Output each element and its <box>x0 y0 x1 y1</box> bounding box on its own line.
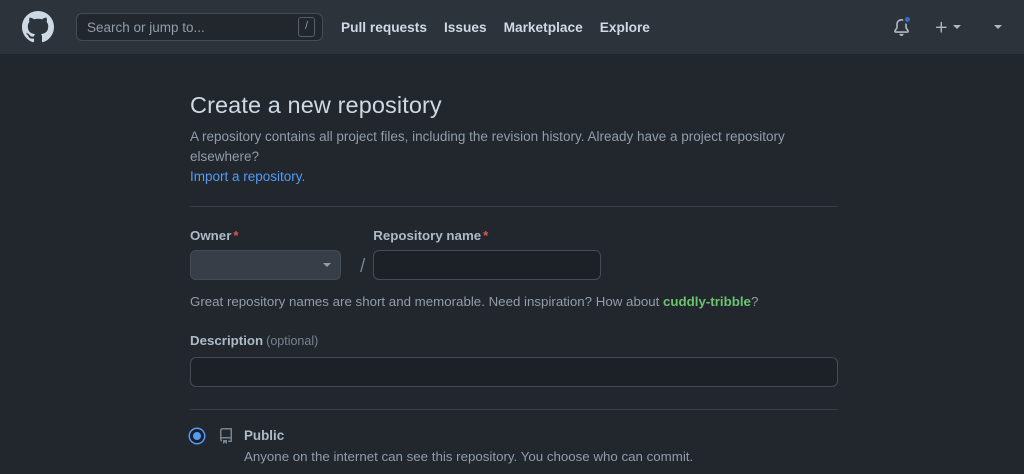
visibility-public-description: Anyone on the internet can see this repo… <box>244 448 694 464</box>
search-placeholder: Search or jump to... <box>87 19 205 35</box>
repo-name-field-group: Repository name* <box>373 228 840 281</box>
page-subtitle-text: A repository contains all project files,… <box>190 128 785 164</box>
visibility-public-title: Public <box>244 428 285 444</box>
chevron-down-icon <box>323 263 331 268</box>
page-title: Create a new repository <box>190 92 442 118</box>
owner-label: Owner* <box>190 228 352 243</box>
repo-name-hint: Great repository names are short and mem… <box>190 294 840 309</box>
description-field-group: Description(optional) <box>190 333 840 388</box>
new-repo-form-container: Create a new repository A repository con… <box>190 90 840 474</box>
repo-name-label: Repository name* <box>373 228 840 243</box>
description-label-text: Description <box>190 333 264 349</box>
global-header: Search or jump to... / Pull requests Iss… <box>0 0 1024 54</box>
owner-select[interactable] <box>190 250 341 281</box>
hint-prefix: Great repository names are short and mem… <box>190 294 664 310</box>
import-repository-link[interactable]: Import a repository. <box>190 169 306 185</box>
description-label: Description(optional) <box>190 333 840 348</box>
repo-book-icon <box>220 428 232 445</box>
main-nav: Pull requests Issues Marketplace Explore <box>341 20 650 35</box>
owner-and-name-row: Owner* / Repository name* <box>190 228 840 281</box>
description-input[interactable] <box>190 357 838 388</box>
owner-field-group: Owner* <box>190 228 352 281</box>
profile-menu-button[interactable] <box>994 25 1002 29</box>
description-optional-marker: (optional) <box>266 334 319 349</box>
owner-label-text: Owner <box>190 228 232 244</box>
hint-suffix: ? <box>750 294 759 310</box>
plus-icon <box>935 21 947 33</box>
nav-item-issues[interactable]: Issues <box>443 19 487 35</box>
create-new-button[interactable] <box>934 20 961 35</box>
notification-unread-dot <box>903 15 912 24</box>
repo-name-input[interactable] <box>373 250 602 281</box>
radio-public[interactable] <box>190 429 204 444</box>
main-content: Create a new repository A repository con… <box>0 54 1024 474</box>
notifications-button[interactable] <box>886 14 916 40</box>
github-octocat-icon[interactable] <box>22 11 54 43</box>
header-actions <box>886 14 1008 40</box>
visibility-option-public[interactable]: Public Anyone on the internet can see th… <box>190 427 840 466</box>
visibility-public-text: Public Anyone on the internet can see th… <box>244 427 693 466</box>
search-input[interactable]: Search or jump to... / <box>76 13 323 41</box>
owner-name-separator: / <box>360 256 366 278</box>
page-subtitle: A repository contains all project files,… <box>190 127 840 188</box>
repo-name-suggestion[interactable]: cuddly-tribble <box>663 294 751 310</box>
section-divider-top <box>190 206 838 208</box>
section-divider-visibility <box>190 409 838 411</box>
nav-item-marketplace[interactable]: Marketplace <box>503 19 583 35</box>
repo-name-required-marker: * <box>483 228 489 244</box>
repo-name-label-text: Repository name <box>373 228 482 244</box>
search-shortcut-badge: / <box>297 17 315 37</box>
owner-required-marker: * <box>233 228 239 244</box>
nav-item-explore[interactable]: Explore <box>599 19 650 35</box>
nav-item-pull-requests[interactable]: Pull requests <box>341 19 427 35</box>
chevron-down-icon <box>953 25 961 29</box>
chevron-down-icon <box>994 25 1002 29</box>
